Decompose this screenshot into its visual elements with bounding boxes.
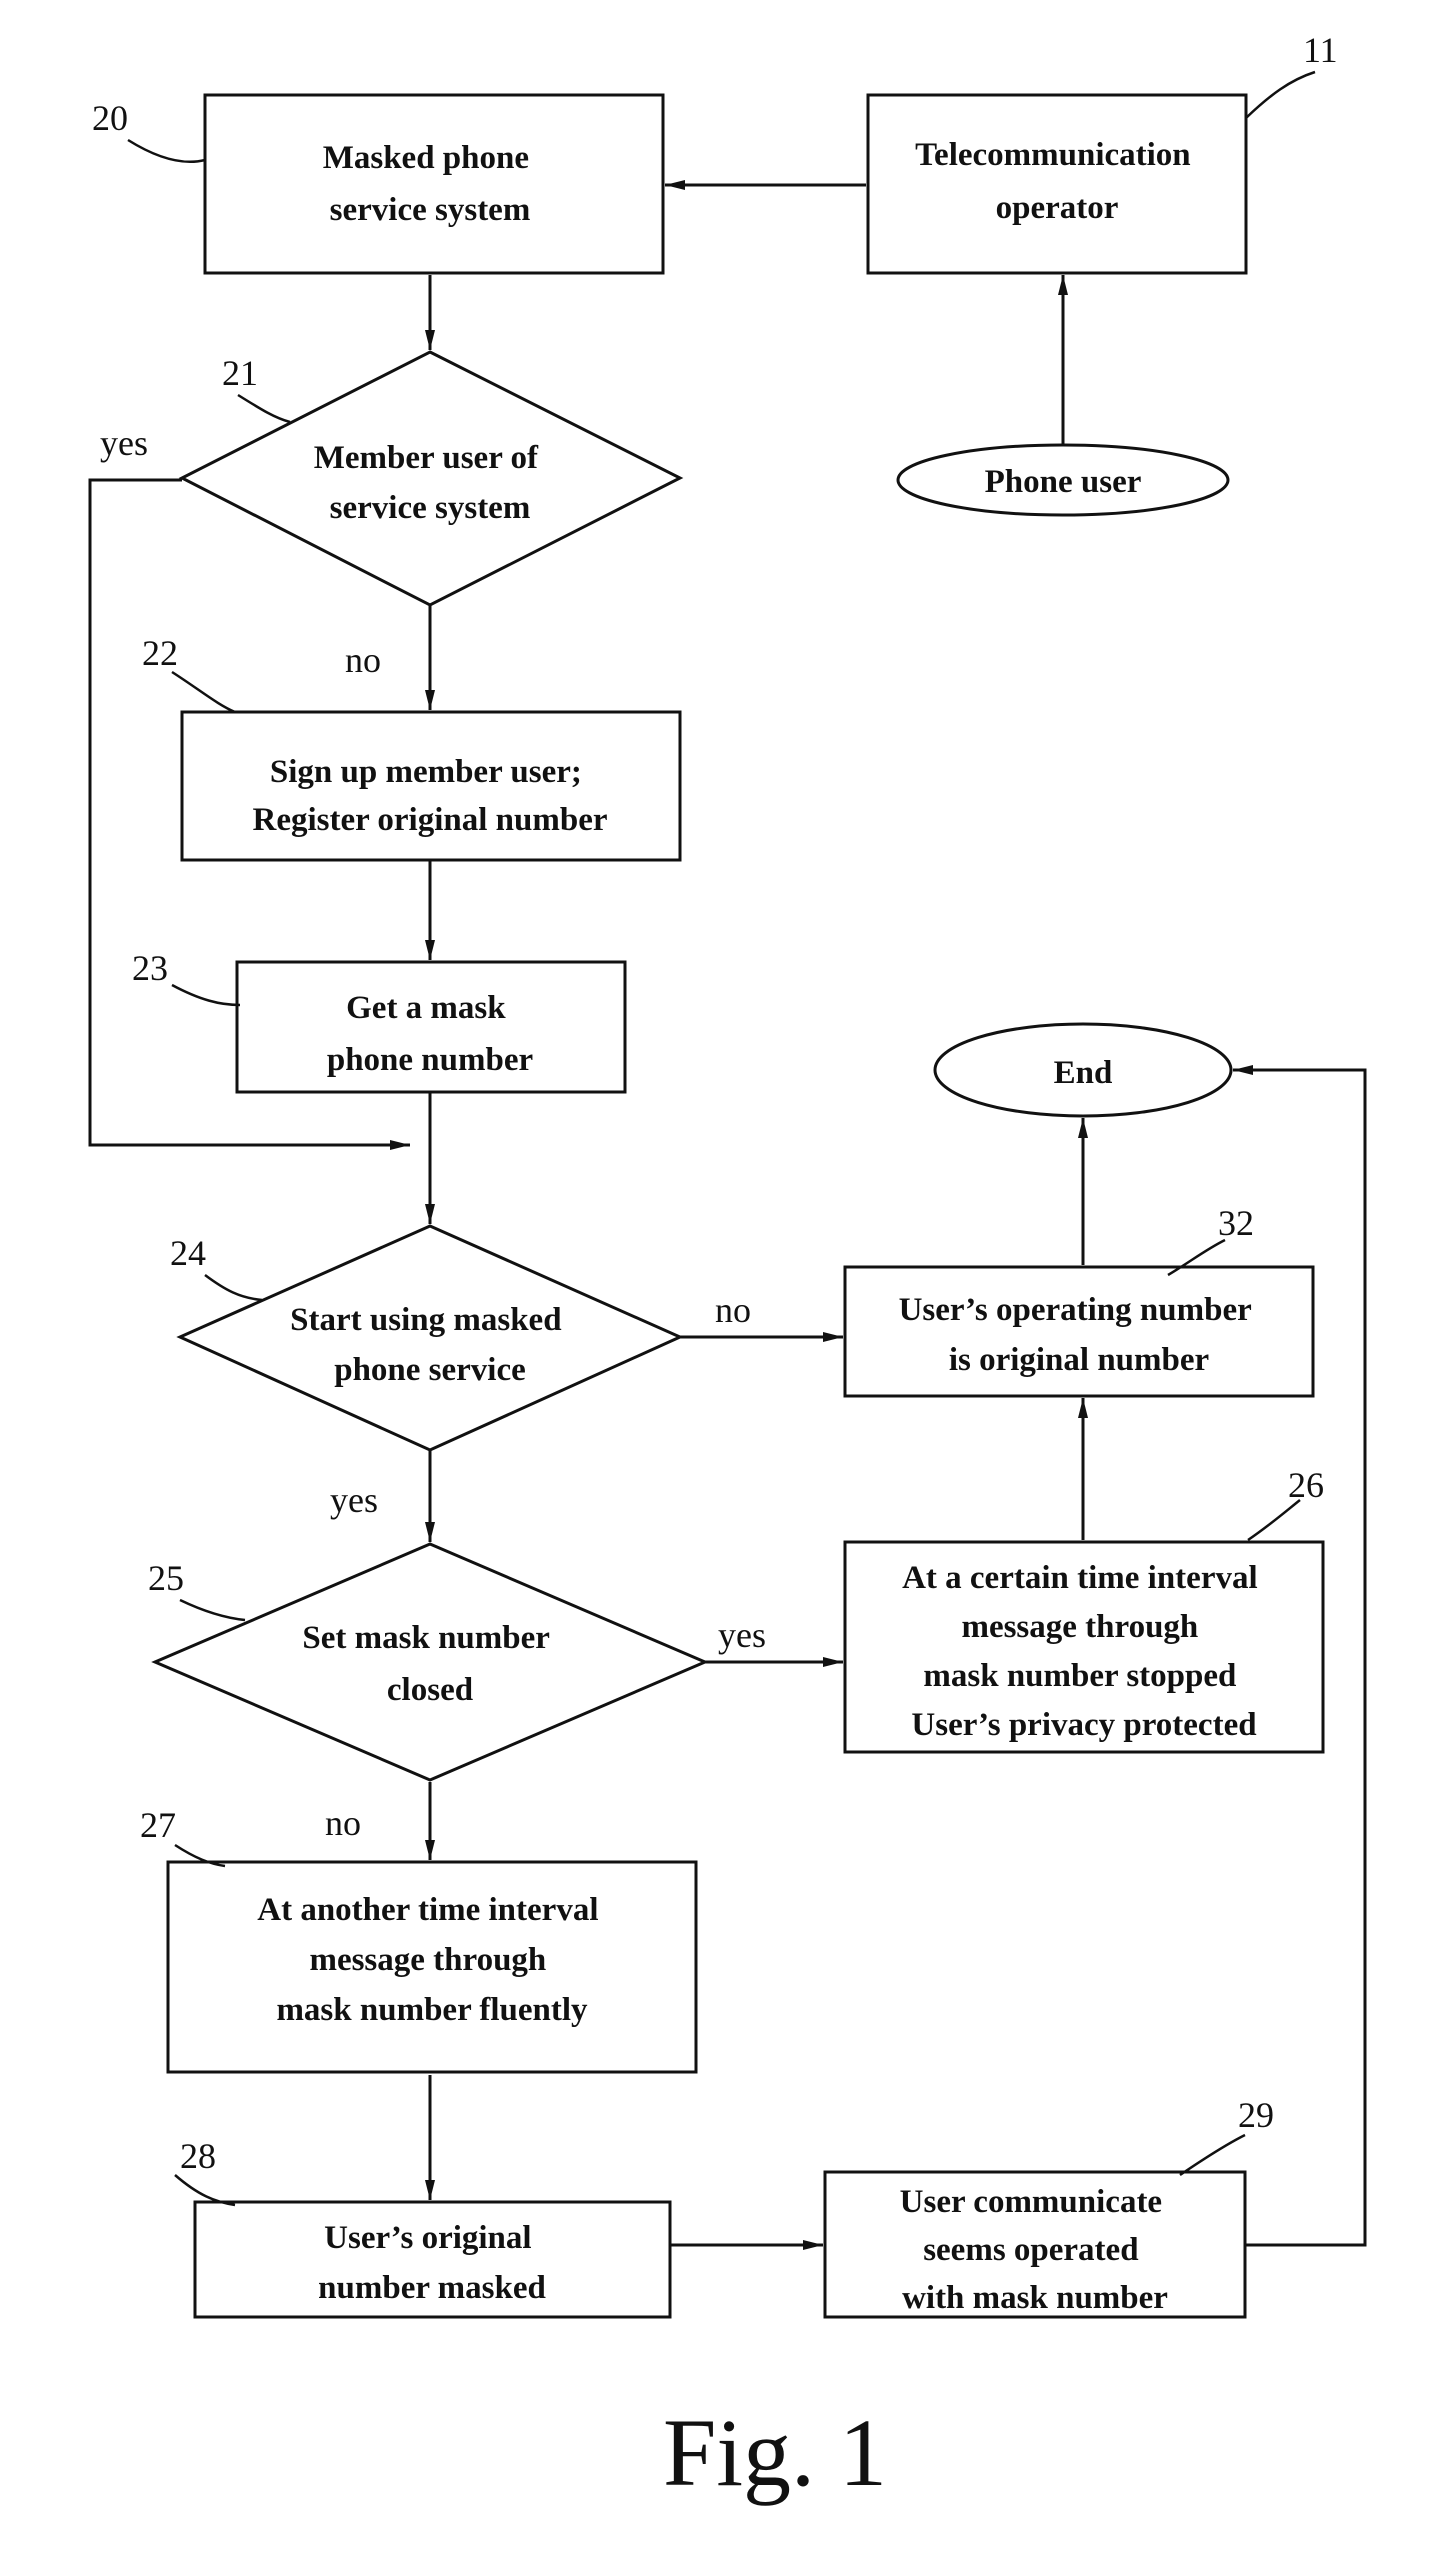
ref-20: 20 — [92, 98, 128, 138]
label-24-yes: yes — [330, 1480, 378, 1520]
leader-24 — [205, 1275, 262, 1300]
label-25-no: no — [325, 1803, 361, 1843]
diamond-25 — [155, 1544, 705, 1780]
leader-22 — [172, 672, 235, 712]
label-24-no: no — [715, 1290, 751, 1330]
ref-22: 22 — [142, 633, 178, 673]
leader-23 — [172, 985, 240, 1005]
ref-27: 27 — [140, 1805, 176, 1845]
box-11 — [868, 95, 1246, 273]
label-25-yes: yes — [718, 1615, 766, 1655]
leader-26 — [1248, 1500, 1300, 1540]
end-label: End — [1054, 1055, 1113, 1091]
phone-user-label: Phone user — [985, 464, 1142, 500]
leader-20 — [128, 140, 205, 162]
label-21-yes: yes — [100, 423, 148, 463]
ref-32: 32 — [1218, 1203, 1254, 1243]
figure-caption: Fig. 1 — [663, 2399, 887, 2506]
ref-26: 26 — [1288, 1465, 1324, 1505]
ref-24: 24 — [170, 1233, 206, 1273]
label-21-no: no — [345, 640, 381, 680]
diamond-24 — [180, 1226, 680, 1450]
leader-25 — [180, 1600, 245, 1620]
ref-29: 29 — [1238, 2095, 1274, 2135]
ref-21: 21 — [222, 353, 258, 393]
box-20 — [205, 95, 663, 273]
ref-28: 28 — [180, 2136, 216, 2176]
node-27-label: At another time interval message through… — [257, 1892, 606, 2028]
node-29-label: User communicate seems operated with mas… — [900, 2184, 1171, 2316]
leader-11 — [1246, 72, 1315, 118]
leader-29 — [1180, 2135, 1245, 2175]
ref-23: 23 — [132, 948, 168, 988]
ref-11: 11 — [1303, 30, 1338, 70]
ref-25: 25 — [148, 1558, 184, 1598]
leader-21 — [238, 395, 290, 422]
node-shapes — [155, 95, 1323, 2317]
